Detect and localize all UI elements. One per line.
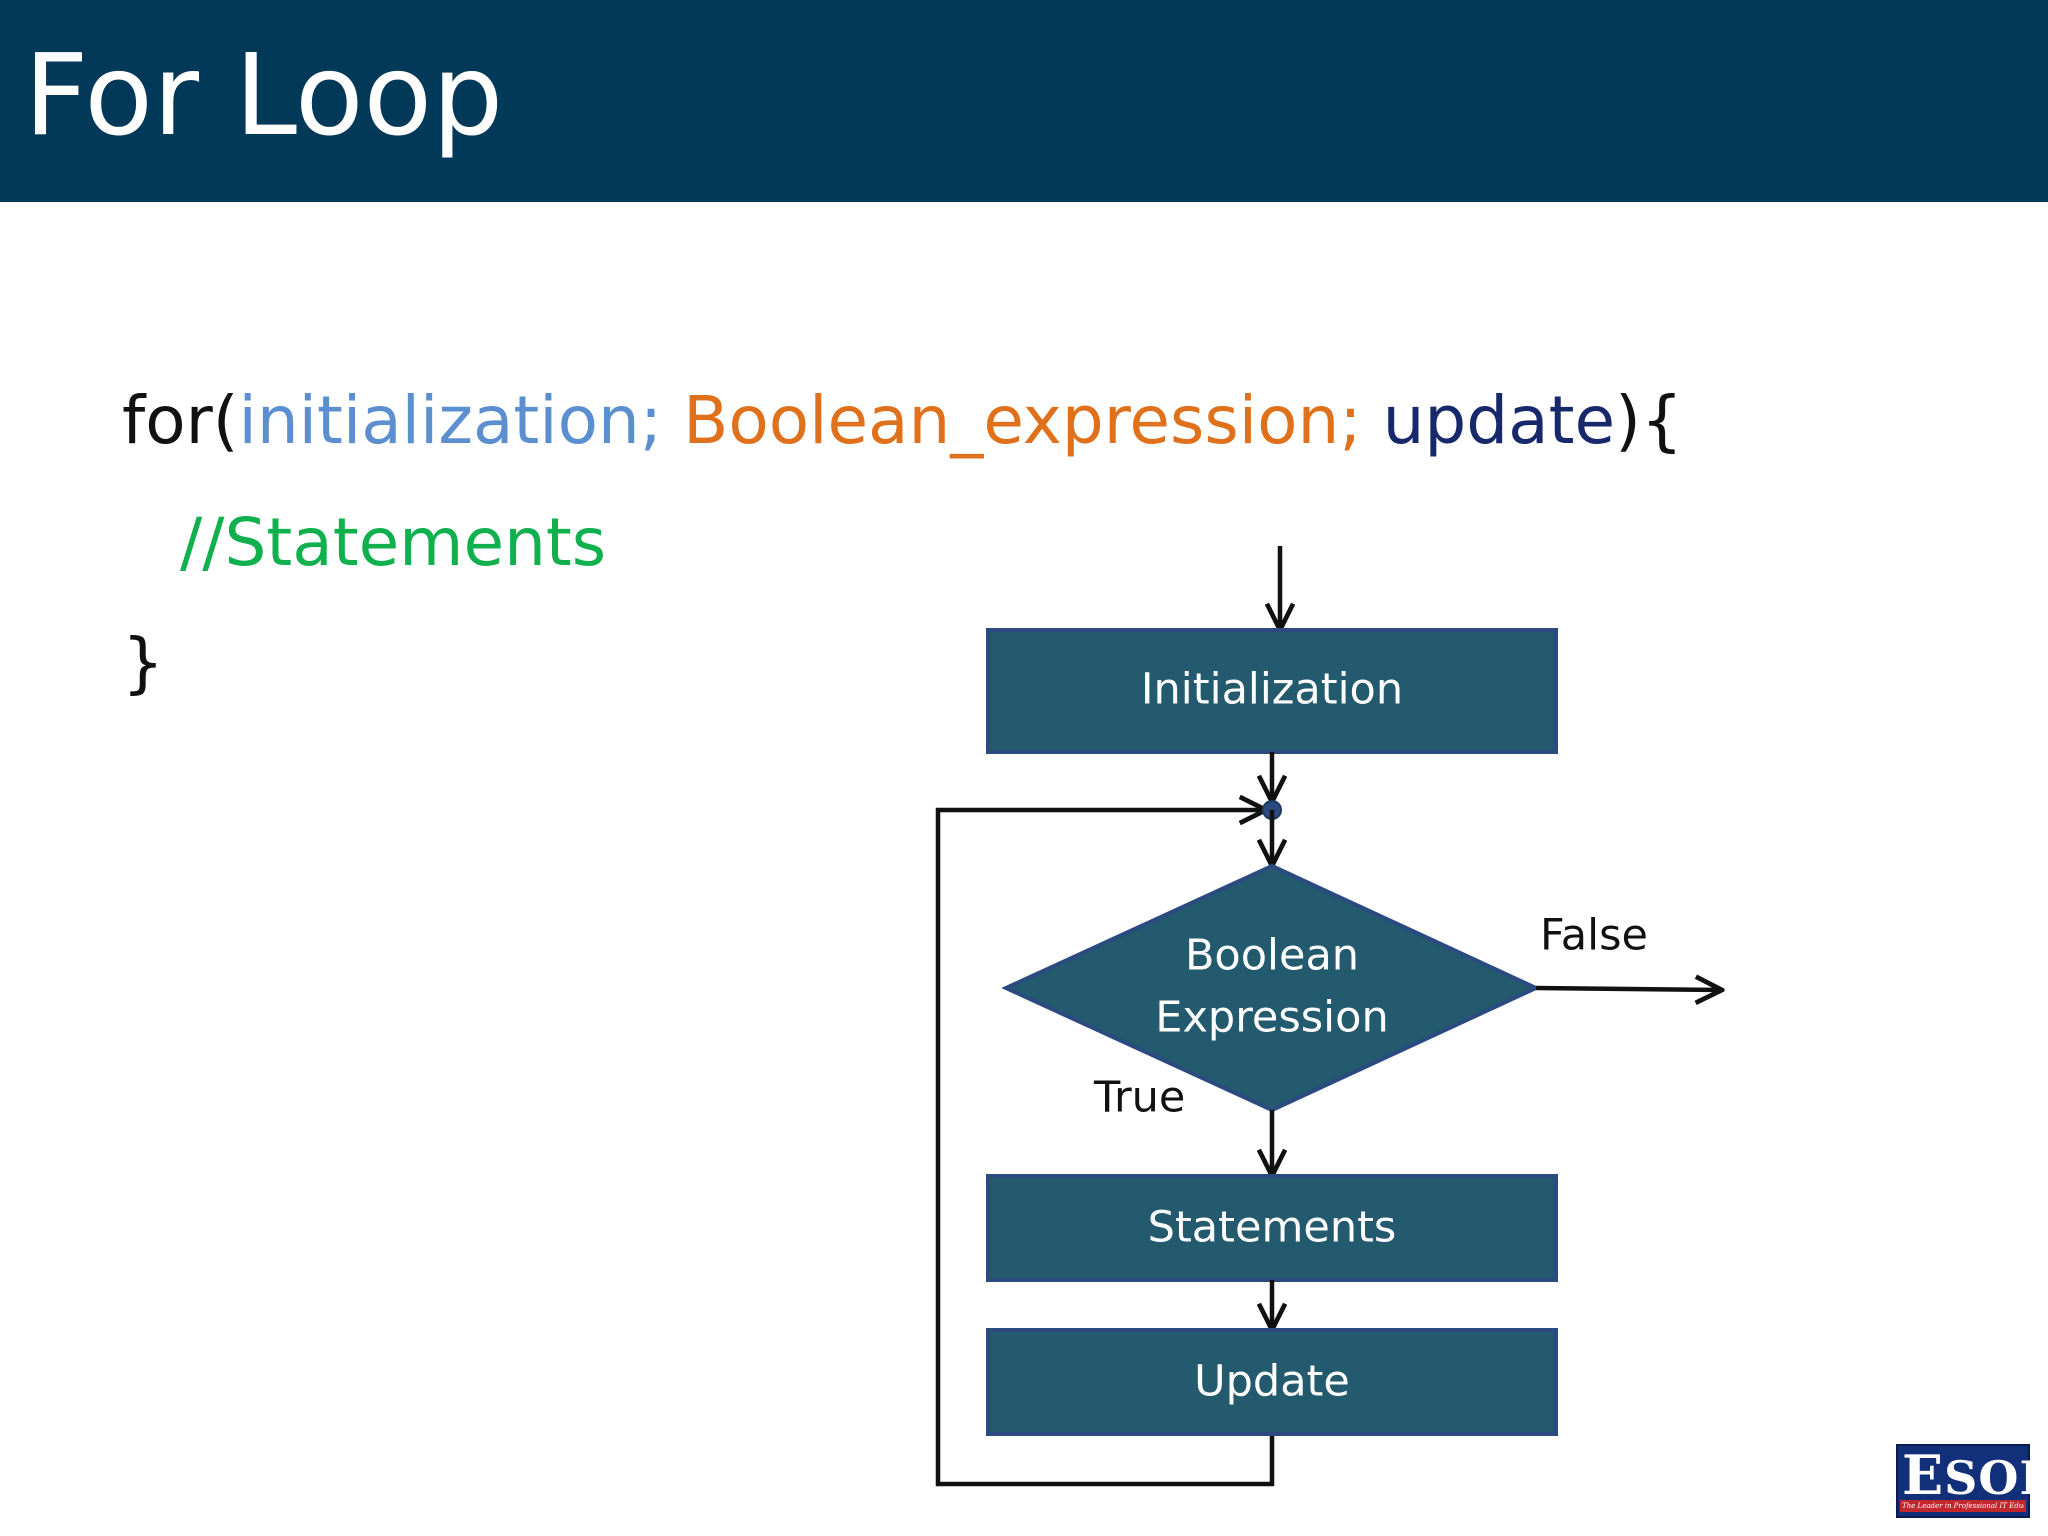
- code-close-brace: }: [122, 624, 164, 701]
- loop-back-arrow: [935, 810, 1275, 1487]
- condition-label-line2: Expression: [1155, 993, 1388, 1043]
- update-node: Update: [986, 1328, 1558, 1436]
- code-open-brace: ){: [1615, 382, 1683, 459]
- statements-node: Statements: [986, 1174, 1558, 1282]
- initialization-node: Initialization: [986, 628, 1558, 754]
- true-label: True: [1093, 1073, 1185, 1123]
- condition-label-line1: Boolean: [1185, 931, 1359, 981]
- boolean-expression-node: Boolean Expression: [1001, 863, 1541, 1113]
- logo-tagline: The Leader in Professional IT Education: [1902, 1502, 2024, 1510]
- code-boolean-expression: Boolean_expression;: [683, 382, 1362, 459]
- code-update: update: [1382, 382, 1616, 459]
- initialization-label: Initialization: [1141, 665, 1403, 715]
- false-label: False: [1540, 911, 1648, 961]
- slide-title: For Loop: [24, 31, 504, 161]
- code-for-keyword: for(: [122, 382, 239, 459]
- code-line-for: for(initialization; Boolean_expression; …: [122, 388, 1683, 454]
- false-exit-arrow: [1535, 988, 1722, 990]
- statements-label: Statements: [1148, 1203, 1397, 1253]
- title-bar: For Loop: [0, 0, 2048, 202]
- update-label: Update: [1194, 1357, 1350, 1407]
- code-comment-statements: //Statements: [180, 504, 607, 581]
- code-initialization: initialization;: [238, 382, 663, 459]
- logo-stripe: [1900, 1500, 2026, 1512]
